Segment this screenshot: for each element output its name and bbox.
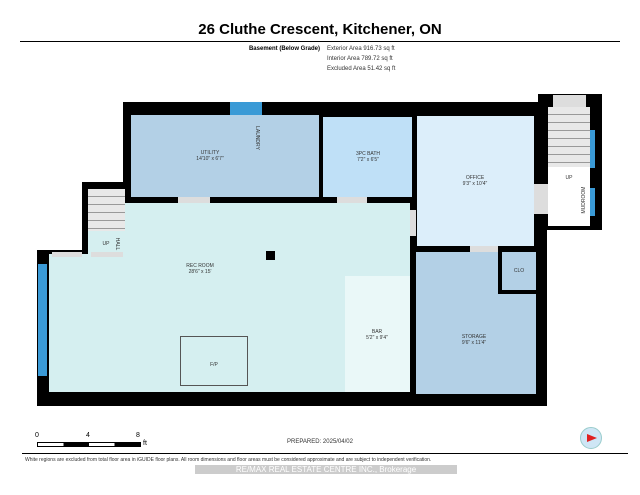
rec-dims: 28'6" x 15' (188, 269, 212, 275)
door[interactable] (91, 252, 123, 257)
door[interactable] (470, 246, 498, 252)
door[interactable] (534, 184, 548, 214)
prepared-date: PREPARED: 2025/04/02 (287, 439, 353, 445)
room-office (417, 116, 534, 246)
storage-dims: 9'6" x 11'4" (461, 340, 487, 346)
title-rule (20, 41, 620, 42)
bath-dims: 7'2" x 6'5" (357, 157, 379, 163)
storage-name: STORAGE (461, 334, 487, 340)
fp-label: F/P (210, 362, 218, 368)
room-storage (416, 252, 536, 394)
excluded-area: Excluded Area 51.42 sq ft (327, 66, 396, 72)
room-bath (323, 117, 412, 197)
office-dims: 9'3" x 10'4" (462, 181, 488, 187)
wall (498, 290, 536, 294)
window (590, 130, 595, 168)
rec-name: REC ROOM (186, 263, 214, 269)
hall-up: UP (102, 241, 110, 247)
door[interactable] (553, 95, 586, 107)
bar-name: BAR (371, 329, 383, 335)
scale-tick: 4 (86, 432, 90, 439)
door[interactable] (337, 197, 367, 203)
window (590, 188, 595, 216)
scale-unit: ft (143, 440, 147, 447)
north-arrow-icon (580, 427, 602, 449)
mudroom-up: UP (565, 175, 573, 181)
watermark: RE/MAX REAL ESTATE CENTRE INC., Brokerag… (195, 465, 457, 474)
scale-tick: 0 (35, 432, 39, 439)
door[interactable] (178, 197, 210, 203)
bar-dims: 5'2" x 9'4" (366, 335, 388, 341)
footer-rule (22, 453, 628, 454)
disclaimer: White regions are excluded from total fl… (25, 457, 432, 463)
room-utility (131, 115, 319, 197)
door[interactable] (410, 210, 416, 236)
hall-name: HALL (114, 237, 120, 251)
door[interactable] (52, 252, 82, 257)
page-title: 26 Cluthe Crescent, Kitchener, ON (198, 21, 442, 38)
level-label: Basement (Below Grade) (248, 46, 320, 52)
utility-name: UTILITY (200, 150, 220, 156)
fireplace (180, 336, 248, 386)
bath-name: 3PC BATH (355, 151, 381, 157)
scale-tick: 8 (136, 432, 140, 439)
clo-label: CLO (513, 268, 525, 274)
wall (498, 252, 502, 294)
column (266, 251, 275, 260)
scale-bar-graphic (37, 442, 141, 447)
exterior-area: Exterior Area 916.73 sq ft (327, 46, 395, 52)
window (230, 102, 262, 115)
mudroom-name: MUDROOM (581, 186, 587, 214)
mudroom-stairs[interactable] (548, 107, 590, 167)
hall-stairs[interactable] (88, 189, 125, 231)
office-name: OFFICE (465, 175, 485, 181)
laundry-label: LAUNDRY (254, 126, 260, 150)
window (38, 264, 47, 376)
interior-area: Interior Area 789.72 sq ft (327, 56, 393, 62)
room-bar (345, 276, 410, 392)
utility-dims: 14'10" x 6'7" (196, 156, 224, 162)
